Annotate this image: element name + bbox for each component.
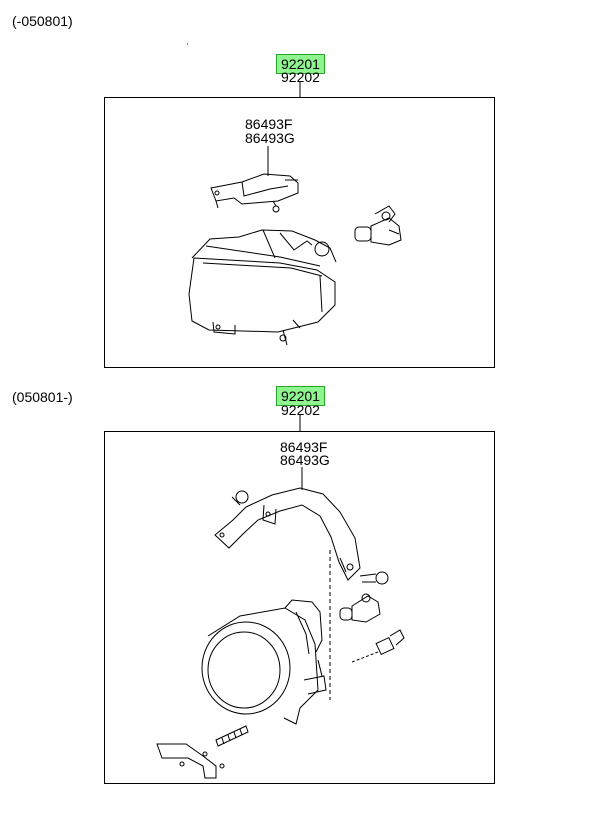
date-range-label: (-050801) [12, 13, 73, 29]
bracket-illustration-new [214, 487, 361, 700]
part-number-92202-link[interactable]: 92202 [281, 402, 320, 418]
wire-connector-illustration [351, 629, 405, 663]
diagram-box-fog-lamp-new [104, 431, 495, 784]
bulb-illustration-new [339, 593, 381, 623]
fog-lamp-illustration-old [188, 229, 337, 346]
part-number-86493f-link[interactable]: 86493F [245, 116, 293, 132]
part-number-92201-highlight[interactable]: 92201 [276, 386, 325, 406]
adjusting-screw-illustration [215, 725, 249, 747]
part-number-86493f-link[interactable]: 86493F [280, 439, 328, 455]
lower-bracket-illustration [156, 743, 225, 779]
screw-illustration-right [359, 571, 389, 585]
part-number-86493g-link[interactable]: 86493G [280, 452, 330, 468]
bracket-illustration-old [210, 173, 299, 213]
fog-lamp-illustration-new [201, 599, 327, 725]
date-range-label: (050801-) [12, 389, 73, 405]
part-number-92202-link[interactable]: 92202 [281, 69, 320, 85]
part-number-86493g-link[interactable]: 86493G [245, 130, 295, 146]
part-number-92201-highlight[interactable]: 92201 [276, 54, 325, 74]
screw-illustration-top [231, 490, 249, 506]
bulb-illustration-old [354, 205, 402, 246]
diagram-box-fog-lamp-old [104, 97, 495, 368]
